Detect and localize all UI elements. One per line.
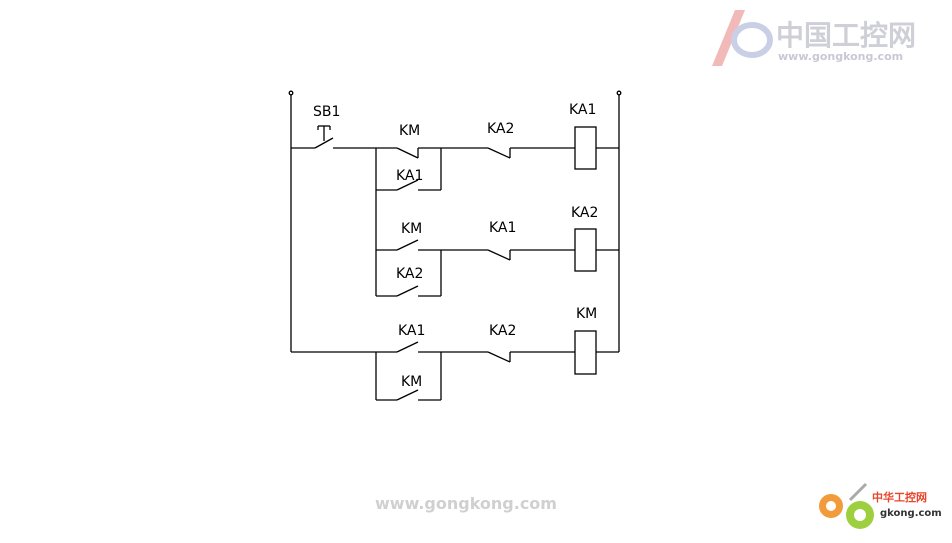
- label-km-parallel: KM: [401, 374, 422, 390]
- label-ka2-1: KA2: [487, 121, 514, 137]
- label-coil-ka1: KA1: [569, 102, 596, 118]
- contact-km-no: [396, 239, 419, 251]
- coil-ka2: [574, 228, 597, 272]
- contact-km-no-rung3: [396, 389, 419, 401]
- label-km-2: KM: [401, 221, 422, 237]
- logo-slash-shape: [712, 10, 745, 66]
- label-km-1: KM: [399, 123, 420, 139]
- label-ka2-parallel: KA2: [396, 266, 423, 282]
- wrench-icon: [848, 482, 868, 502]
- coil-ka1: [574, 126, 597, 170]
- contact-ka2-no: [396, 285, 419, 297]
- corner-url-text: gkong.com: [880, 508, 942, 519]
- power-rails: [288, 90, 622, 352]
- contact-ka2-nc: [487, 147, 511, 159]
- contact-ka1-nc: [487, 249, 511, 261]
- label-ka2-3: KA2: [489, 323, 516, 339]
- label-sb1: SB1: [313, 104, 340, 120]
- corner-logo: 中华工控网 gkong.com: [819, 482, 942, 529]
- rung-3: KA1 KM KA2 KM: [291, 306, 619, 401]
- label-ka1-parallel: KA1: [396, 168, 423, 184]
- contact-km-nc: [396, 147, 419, 159]
- logo-url-text: www.gongkong.com: [778, 50, 903, 63]
- pushbutton-sb1: [314, 125, 334, 149]
- rung-2: KM KA2 KA1 KA2: [375, 190, 619, 297]
- logo-brand-text: 中国工控网: [776, 19, 916, 52]
- right-terminal: [616, 90, 622, 96]
- rung-1: SB1 KM KA1 KA2 KA1: [291, 102, 619, 191]
- label-ka1-3: KA1: [398, 323, 425, 339]
- label-coil-km: KM: [576, 306, 597, 322]
- coil-km: [574, 330, 597, 375]
- label-ka1-2: KA1: [489, 220, 516, 236]
- gongkong-logo: 中国工控网 www.gongkong.com: [712, 10, 916, 66]
- contact-ka2-nc-rung3: [487, 351, 511, 363]
- left-terminal: [288, 90, 294, 96]
- footer-watermark: www.gongkong.com: [375, 494, 557, 513]
- contact-ka1-no: [396, 179, 419, 191]
- contact-ka1-no-rung3: [396, 341, 419, 353]
- label-coil-ka2: KA2: [571, 205, 598, 221]
- logo-e-shape: [731, 22, 773, 58]
- corner-brand-text: 中华工控网: [872, 490, 927, 504]
